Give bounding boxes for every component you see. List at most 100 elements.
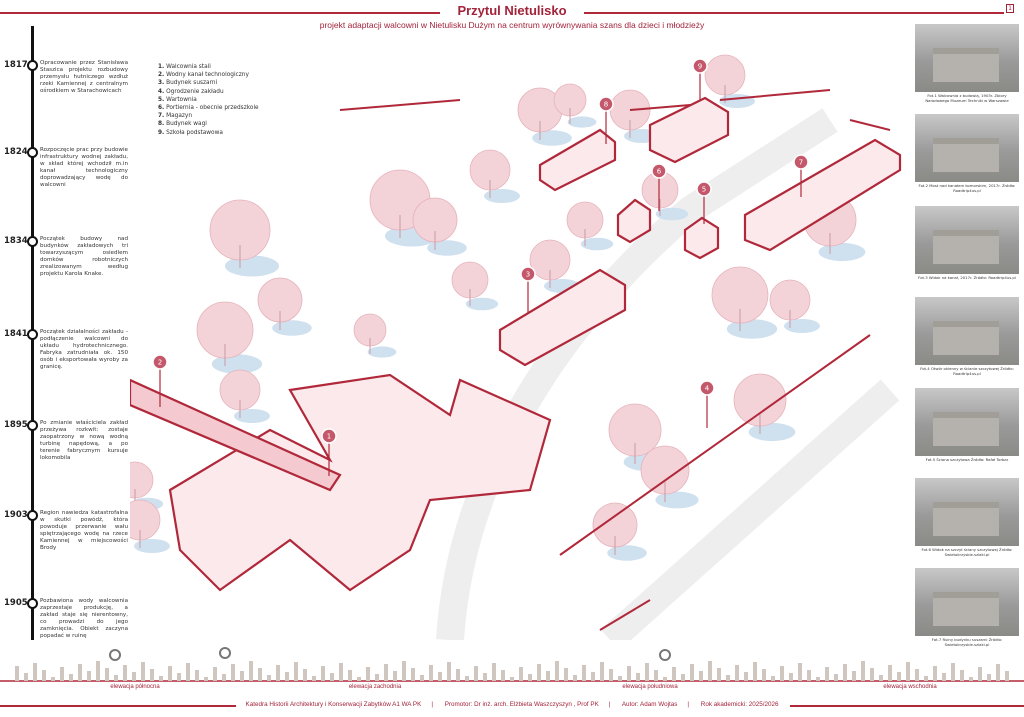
legend-number: 2. <box>158 72 165 79</box>
timeline-text: Rozpoczęcie prac przy budowie infrastruk… <box>40 147 128 188</box>
elevation-ruin-fragment <box>690 664 694 681</box>
elevation-ruin-fragment <box>384 664 388 681</box>
photo-image <box>915 114 1019 182</box>
elevation-ruin-fragment <box>600 662 604 681</box>
building-marker-8: 8 <box>598 96 614 144</box>
elevation-ruin-fragment <box>1005 671 1009 681</box>
elevation-ruin-fragment <box>87 671 91 681</box>
elevation-ruin-fragment <box>258 668 262 681</box>
elevation-ruin-fragment <box>222 674 226 681</box>
elevation-ruin-fragment <box>771 676 775 681</box>
elevation-ruin-fragment <box>186 663 190 681</box>
elevation-ruin-fragment <box>591 672 595 681</box>
footer-rule-left <box>0 705 236 707</box>
tree-shadow <box>726 319 778 339</box>
legend-label: Walcownia stali <box>166 64 211 70</box>
elevation-ruin-fragment <box>348 670 352 681</box>
footer-author: Autor: Adam Wojtas <box>621 701 678 708</box>
elevation-ruin-fragment <box>888 665 892 681</box>
legend-item: 6. Portiernia - obecnie przedszkole <box>158 104 259 112</box>
legend-number: 6. <box>158 105 165 112</box>
elevation-ruin-fragment <box>870 668 874 681</box>
tree-shadow <box>532 130 572 146</box>
tree <box>130 461 154 499</box>
tree-shadow <box>134 539 170 553</box>
legend-number: 1. <box>158 64 165 70</box>
elevation-ruin-fragment <box>996 664 1000 681</box>
elevation-ruin-fragment <box>330 673 334 681</box>
elevation-ruin-fragment <box>546 671 550 681</box>
photo-image <box>915 297 1019 365</box>
timeline-year: 1895 <box>4 420 28 430</box>
elevation-ruin-fragment <box>969 677 973 681</box>
timeline-text: Opracowanie przez Stanisława Staszica pr… <box>40 60 128 94</box>
elevation-label: elewacja wschodnia <box>883 684 937 690</box>
timeline-dot <box>27 236 38 247</box>
marker-number: 3 <box>526 271 530 279</box>
elevation-ruin-fragment <box>24 673 28 681</box>
elevation-ruin-fragment <box>276 665 280 681</box>
elevation-ruin-fragment <box>303 669 307 681</box>
elevation-ruin-fragment <box>906 662 910 681</box>
tree-shadow <box>484 189 520 203</box>
elevation-ruin-fragment <box>159 676 163 681</box>
elevation-ruin-fragment <box>204 677 208 681</box>
elevation-ruin-fragment <box>366 667 370 681</box>
footer-year: Rok akademicki: 2025/2026 <box>700 701 779 708</box>
elevation-ruin-fragment <box>285 672 289 681</box>
elevation-ruin-fragment <box>195 670 199 681</box>
elevation-ruin-fragment <box>150 669 154 681</box>
photo: Fot.5 Ściana szczytowa Źródło: Rafał Tor… <box>915 388 1019 462</box>
elevation-ruin-fragment <box>933 666 937 681</box>
elevation-strip <box>0 647 1024 682</box>
elevation-label: elewacja południowa <box>622 684 678 690</box>
building-marker-1: 1 <box>321 428 337 476</box>
photo-image <box>915 388 1019 456</box>
tree-shadow <box>427 240 467 256</box>
elevation-ruin-fragment <box>960 670 964 681</box>
legend-item: 9. Szkoła podstawowa <box>158 129 259 137</box>
elevation-ruin-fragment <box>699 671 703 681</box>
timeline-dot <box>27 598 38 609</box>
marker-number: 5 <box>702 186 706 194</box>
tree-shadow <box>719 94 755 108</box>
elevation-ruin-fragment <box>168 666 172 681</box>
building-waga <box>538 128 617 192</box>
legend-item: 7. Magazyn <box>158 112 259 120</box>
tree-shadow <box>580 237 614 251</box>
elevation-ruin-fragment <box>735 665 739 681</box>
elevation-ruin-fragment <box>501 670 505 681</box>
elevation-round-window <box>659 649 671 661</box>
elevation-ruin-fragment <box>492 663 496 681</box>
building-szkola <box>648 96 730 164</box>
legend-number: 4. <box>158 88 165 95</box>
footer-department: Katedra Historii Architektury i Konserwa… <box>245 701 422 708</box>
legend-label: Budynek suszarni <box>166 80 218 87</box>
elevation-ruin-fragment <box>357 677 361 681</box>
timeline-year: 1905 <box>4 598 28 608</box>
building-marker-2: 2 <box>152 354 168 407</box>
photo-caption: Fot.4 Otwór okienny w ścianie szczytowej… <box>920 366 1014 376</box>
legend-number: 5. <box>158 96 165 103</box>
tree-shadow <box>465 297 499 311</box>
elevation-ruin-fragment <box>654 670 658 681</box>
legend-item: 2. Wodny kanał technologiczny <box>158 71 259 79</box>
photo: Fot.1 Walcownia z budowlą, 1903r. Zbiory… <box>915 24 1019 103</box>
fences <box>339 89 891 631</box>
marker-number: 7 <box>799 159 803 167</box>
elevation-ruin-fragment <box>942 673 946 681</box>
building-suszarnia <box>498 268 627 367</box>
elevation-round-window <box>219 647 231 659</box>
elevation-ruin-fragment <box>402 661 406 681</box>
elevation-ruin-fragment <box>42 670 46 681</box>
building-marker-7: 7 <box>793 154 809 197</box>
elevation-ruin-fragment <box>78 664 82 681</box>
elevation-ruin-fragment <box>447 662 451 681</box>
elevation-ruin-fragment <box>636 673 640 681</box>
legend-item: 8. Budynek wagi <box>158 120 259 128</box>
elevation-ruin-fragment <box>978 667 982 681</box>
page-number: 1 <box>1006 4 1014 13</box>
elevation-ruin-fragment <box>60 667 64 681</box>
elevation-ruin-fragment <box>861 661 865 681</box>
